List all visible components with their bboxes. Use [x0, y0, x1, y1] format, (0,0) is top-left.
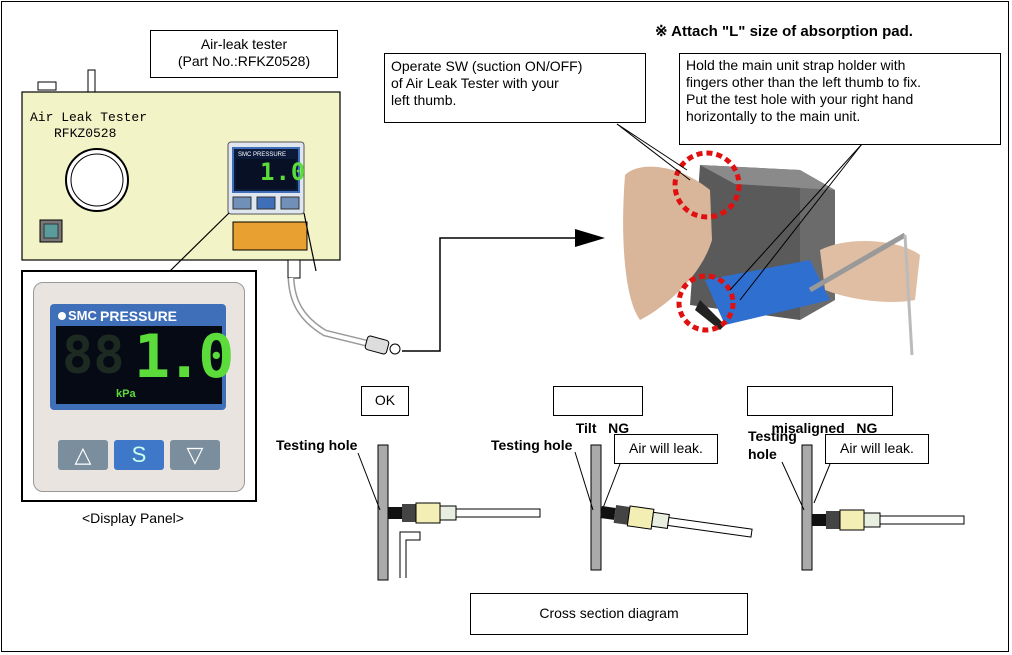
- right-hand: [820, 240, 920, 302]
- hold-line2: fingers other than the left thumb to fix…: [686, 74, 922, 90]
- panel-down-button[interactable]: ▽: [170, 440, 220, 470]
- tester-label-line1: Air-leak tester: [200, 36, 288, 52]
- panel-title: PRESSURE: [100, 308, 178, 324]
- tilt-air-leak-callout: Air will leak.: [614, 434, 718, 464]
- operate-sw-line3: left thumb.: [391, 92, 457, 108]
- panel-brand: SMC: [58, 308, 97, 323]
- ok-label: OK: [374, 392, 396, 408]
- operate-sw-line2: of Air Leak Tester with your: [391, 75, 559, 91]
- marker-switch-circle: [672, 150, 742, 220]
- panel-unit: kPa: [116, 388, 136, 400]
- cross-section-caption: Cross section diagram: [539, 605, 679, 621]
- left-hand: [623, 166, 712, 320]
- tilt-diagram: [574, 444, 753, 571]
- tilt-air-leak-text: Air will leak.: [629, 440, 703, 456]
- svg-text:SMC PRESSURE: SMC PRESSURE: [238, 152, 286, 158]
- panel-reading: 1.0: [134, 322, 234, 392]
- panel-set-button[interactable]: S: [114, 440, 164, 470]
- tester-label-line2: (Part No.:RFKZ0528): [177, 53, 311, 69]
- lcd-ghost-digits: 88: [62, 326, 125, 386]
- cross-section-caption-box: Cross section diagram: [470, 593, 748, 635]
- photo-blue-device: [705, 260, 830, 325]
- ok-diagram: [357, 444, 541, 581]
- hold-line3: Put the test hole with your right hand: [686, 91, 914, 107]
- panel-lcd: [56, 326, 222, 404]
- operate-sw-callout: Operate SW (suction ON/OFF) of Air Leak …: [384, 53, 646, 123]
- panel-up-button[interactable]: △: [58, 440, 108, 470]
- device-model: RFKZ0528: [54, 126, 117, 141]
- hold-line1: Hold the main unit strap holder with: [686, 57, 906, 73]
- misaligned-air-leak-callout: Air will leak.: [825, 434, 929, 464]
- smc-logo-icon: [58, 312, 66, 320]
- arrow-right-icon: [575, 229, 605, 247]
- misaligned-diagram: [781, 444, 965, 571]
- cable-gland: [37, 81, 57, 91]
- small-down-button[interactable]: [280, 196, 300, 210]
- misaligned-testing-line2: hole: [748, 446, 777, 462]
- small-gauge-reading: 1.0: [260, 158, 307, 186]
- tester-label-box: Air-leak tester (Part No.:RFKZ0528): [150, 30, 338, 78]
- ok-testing-hole: Testing hole: [276, 437, 358, 453]
- orange-pad: [232, 221, 308, 251]
- misaligned-label-box: misaligned NG: [747, 386, 893, 436]
- absorption-pad-note: ※ Attach "L" size of absorption pad.: [655, 23, 913, 40]
- hold-line4: horizontally to the main unit.: [686, 108, 861, 124]
- hold-callout: Hold the main unit strap holder with fin…: [679, 53, 1001, 145]
- misaligned-air-leak-text: Air will leak.: [840, 440, 914, 456]
- tilt-label-box: Tilt NG: [553, 386, 643, 436]
- tilt-testing-hole: Testing hole: [491, 437, 573, 453]
- misaligned-label: misaligned NG: [771, 420, 878, 436]
- ok-label-box: OK: [361, 386, 409, 416]
- panel-brand-text: SMC: [68, 308, 97, 323]
- marker-holder-circle: [676, 273, 736, 333]
- tilt-label: Tilt NG: [575, 420, 630, 436]
- display-panel-caption: <Display Panel>: [82, 510, 184, 526]
- small-set-button[interactable]: [256, 196, 276, 210]
- hose-nozzle: [364, 335, 390, 355]
- small-up-button[interactable]: [232, 196, 252, 210]
- operate-sw-line1: Operate SW (suction ON/OFF): [391, 58, 583, 74]
- misaligned-testing-line1: Testing: [748, 428, 797, 444]
- device-name: Air Leak Tester: [30, 110, 148, 125]
